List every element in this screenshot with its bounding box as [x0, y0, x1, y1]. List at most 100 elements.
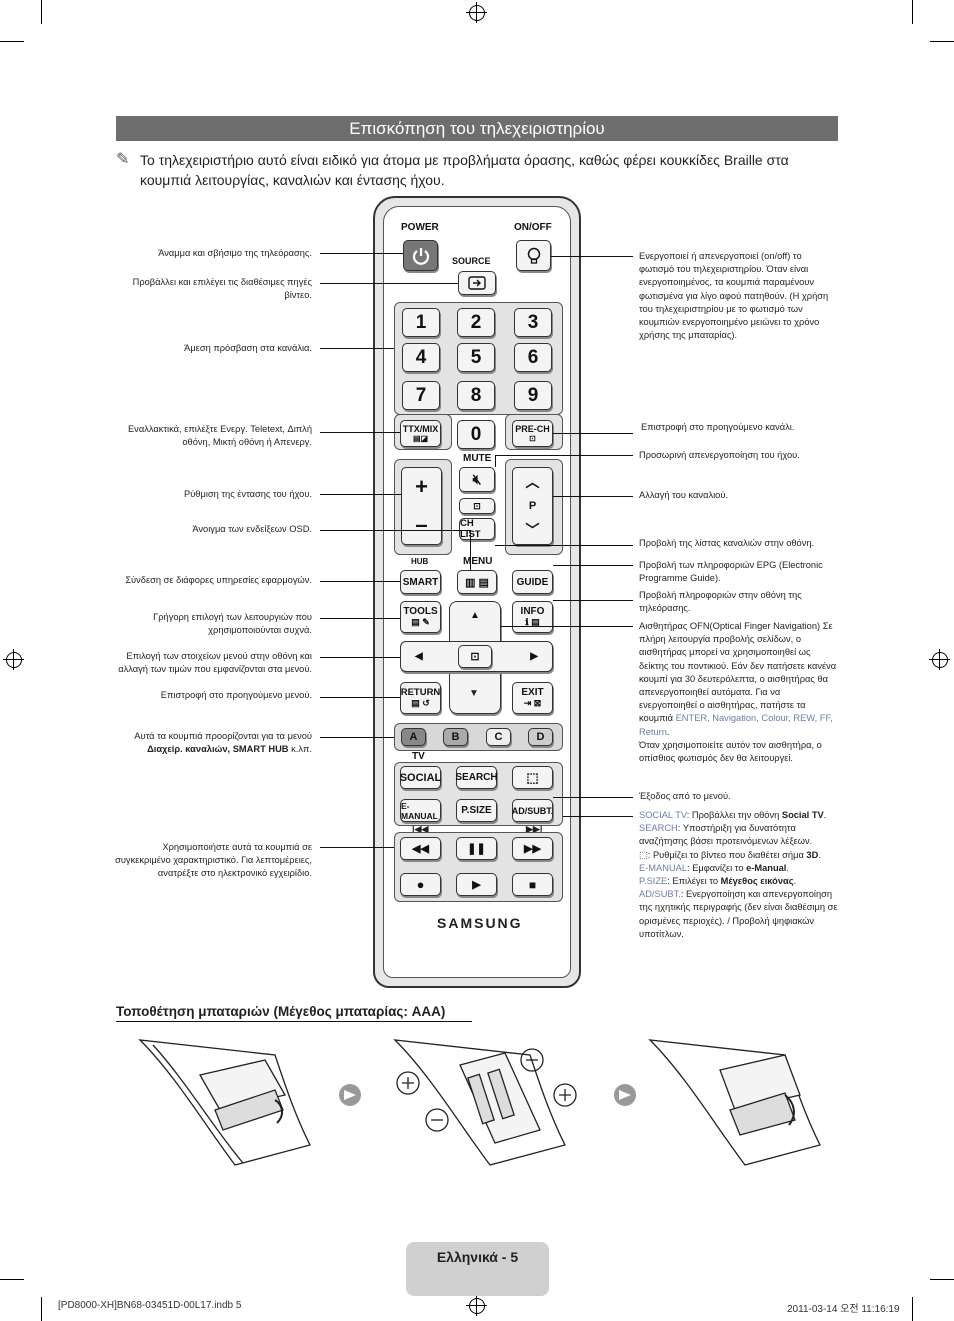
psize-key-name: P.SIZE — [639, 876, 668, 887]
digit-4-button[interactable]: 4 — [402, 343, 440, 372]
enter-button[interactable]: ⊡ — [458, 645, 492, 668]
leader-line — [320, 432, 400, 433]
digit-5-button[interactable]: 5 — [457, 343, 495, 372]
mute-label: MUTE — [463, 453, 492, 464]
color-a-button[interactable]: A — [401, 728, 426, 746]
leader-line — [495, 455, 633, 456]
label-info: Προβολή πληροφοριών στην οθόνη της τηλεό… — [639, 590, 802, 614]
battery-step-3 — [648, 1039, 821, 1166]
color-b-button[interactable]: B — [443, 728, 468, 746]
prech-icon: ⊡ — [529, 434, 536, 443]
leader-line — [553, 600, 633, 601]
channel-rocker[interactable]: ︿ P ﹀ — [512, 467, 553, 545]
enter-icon: ⊡ — [470, 651, 480, 663]
digit-3-button[interactable]: 3 — [514, 308, 552, 337]
guide-button[interactable]: GUIDE — [512, 570, 553, 594]
label-numbers: Άμεση πρόσβαση στα κανάλια. — [184, 343, 312, 353]
ttx-mix-label: TTX/MIX — [402, 424, 439, 434]
registration-mark-icon — [929, 649, 950, 670]
label-volume: Ρύθμιση της έντασης του ήχου. — [184, 489, 312, 499]
color-d-button[interactable]: D — [528, 728, 553, 746]
power-button[interactable] — [403, 240, 438, 271]
p-size-button[interactable]: P.SIZE — [456, 799, 497, 822]
label-ofn-keys: ENTER, Navigation, Colour, REW, FF, Retu… — [639, 713, 833, 737]
return-button[interactable]: RETURN▤ ↺ — [400, 682, 441, 714]
tools-icon: ▤ ✎ — [411, 617, 430, 627]
leader-line — [553, 433, 633, 434]
pre-ch-label: PRE-CH — [515, 424, 550, 434]
label-prech: Επιστροφή στο προηγούμενο κανάλι. — [641, 422, 795, 432]
digit-6-button[interactable]: 6 — [514, 343, 552, 372]
digit-0-button[interactable]: 0 — [457, 420, 495, 449]
social-key-name: SOCIAL TV — [639, 810, 687, 820]
play-icon: ▶ — [472, 879, 481, 891]
source-button[interactable] — [458, 271, 496, 295]
speaker-mute-icon: 🔇︎ — [472, 471, 482, 487]
ttx-mix-button[interactable]: TTX/MIX▤◪ — [400, 420, 441, 447]
volume-down-icon: – — [415, 512, 428, 537]
label-ofn: Αισθητήρας OFN(Optical Finger Navigation… — [639, 621, 837, 764]
pause-button[interactable]: ❚❚ — [456, 837, 497, 860]
digit-1-button[interactable]: 1 — [402, 308, 440, 337]
ch-list-button[interactable]: CH LIST — [459, 518, 495, 540]
social-tv-button[interactable]: SOCIAL — [400, 766, 441, 789]
digit-9-button[interactable]: 9 — [514, 381, 552, 410]
label-nav: Επιλογή των στοιχείων μενού στην οθόνη κ… — [118, 651, 312, 675]
label-abcd-text: Αυτά τα κουμπιά προορίζονται για τα μενο… — [134, 731, 312, 741]
exit-label: EXIT — [521, 687, 544, 698]
digit-8-button[interactable]: 8 — [457, 381, 495, 410]
3d-button[interactable]: ⬚ — [512, 766, 553, 789]
crop-mark — [41, 0, 42, 24]
label-abcd-bold: Διαχείρ. καναλιών, SMART HUB — [147, 744, 289, 755]
search-button[interactable]: SEARCH — [455, 766, 498, 789]
leader-line — [320, 283, 458, 284]
color-c-button[interactable]: C — [486, 728, 511, 746]
record-button[interactable]: ● — [400, 873, 441, 896]
menu-button[interactable]: ▥ ▤ — [457, 570, 497, 594]
fast-forward-button[interactable]: ▶▶ — [512, 837, 553, 860]
3d-cube-icon: ⬚ — [526, 769, 539, 785]
psize-text: : Επιλέγει το — [667, 876, 719, 887]
leader-line — [320, 253, 403, 254]
samsung-logo: SAMSUNG — [437, 915, 523, 931]
ad-subt-button[interactable]: AD/SUBT. — [512, 799, 553, 822]
battery-step-1 — [138, 1039, 311, 1166]
e-manual-button[interactable]: E-MANUAL — [400, 799, 441, 822]
3d-small-icon: ⬚ — [639, 849, 648, 860]
play-button[interactable]: ▶ — [456, 873, 497, 896]
stop-button[interactable]: ■ — [512, 873, 553, 896]
page-number-tab: Ελληνικά - 5 — [406, 1242, 549, 1296]
label-ofn-end: Όταν χρησιμοποιείτε αυτόν τον αισθητήρα,… — [639, 739, 822, 764]
pre-ch-button[interactable]: PRE-CH⊡ — [512, 420, 553, 447]
smart-hub-button[interactable]: SMART — [400, 570, 441, 594]
volume-rocker[interactable]: + – — [401, 467, 442, 545]
label-menu: Άνοιγμα των ενδείξεων OSD. — [192, 524, 312, 534]
crop-mark — [912, 1297, 913, 1321]
digit-7-button[interactable]: 7 — [402, 381, 440, 410]
leader-line — [553, 797, 633, 798]
crop-mark — [930, 1279, 954, 1280]
label-ofn-text: Αισθητήρας OFN(Optical Finger Navigation… — [639, 621, 837, 724]
label-tools: Γρήγορη επιλογή των λειτουργιών που χρησ… — [153, 612, 312, 636]
power-label: POWER — [401, 222, 439, 233]
tools-button[interactable]: TOOLS▤ ✎ — [400, 601, 441, 633]
leader-line — [563, 816, 633, 817]
volume-up-icon: + — [415, 474, 428, 499]
leader-line — [320, 657, 400, 658]
menu-label: MENU — [463, 556, 493, 567]
adsubt-key-name: AD/SUBT. — [639, 889, 681, 900]
onoff-light-button[interactable] — [516, 240, 551, 271]
return-icon: ▤ ↺ — [411, 698, 430, 708]
battery-step-2 — [393, 1039, 577, 1166]
digit-2-button[interactable]: 2 — [457, 308, 495, 337]
bulb-icon — [527, 247, 540, 264]
channel-p-label: P — [528, 500, 537, 512]
record-icon: ● — [416, 877, 425, 892]
battery-installation-illustration — [138, 1039, 821, 1166]
exit-button[interactable]: EXIT⇥ ⊠ — [512, 682, 553, 714]
rewind-button[interactable]: ◀◀ — [400, 837, 441, 860]
leader-line — [551, 256, 633, 257]
mute-button[interactable]: 🔇︎ — [459, 467, 495, 492]
footer-file: [PD8000-XH]BN68-03451D-00L17.indb 5 — [58, 1300, 242, 1311]
